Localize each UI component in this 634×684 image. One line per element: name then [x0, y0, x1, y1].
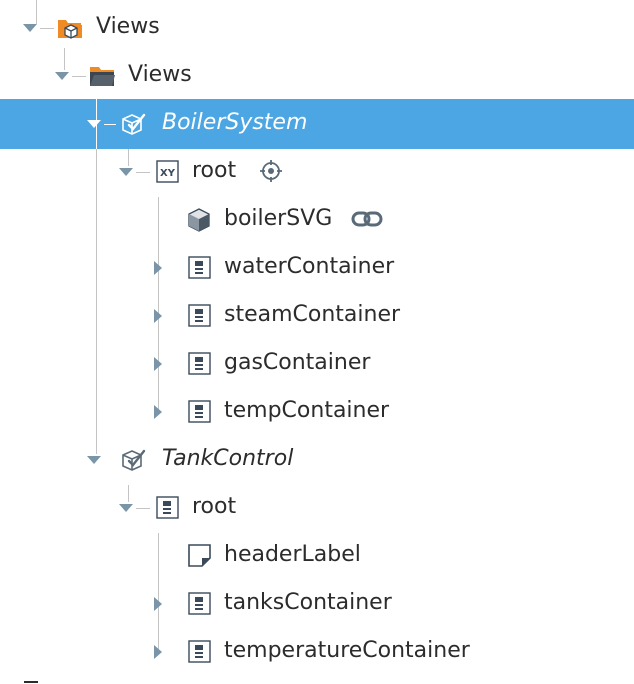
chevron-down-icon — [119, 504, 133, 512]
tree-guide — [158, 627, 159, 649]
chevron-right-icon — [154, 357, 162, 371]
expand-toggle[interactable] — [150, 596, 166, 612]
tree-node-water-container[interactable]: waterContainer — [0, 243, 634, 291]
view-cube-icon — [120, 111, 148, 137]
tree-guide — [96, 291, 97, 339]
column-container-icon — [186, 639, 214, 665]
column-container-icon — [186, 255, 214, 281]
view-cube-icon — [120, 447, 148, 473]
tree-guide — [136, 508, 150, 509]
expand-toggle[interactable] — [118, 164, 134, 180]
tree-guide — [158, 387, 159, 411]
cube-icon — [186, 207, 214, 233]
tree-node-tank-control[interactable]: TankControl — [0, 435, 634, 483]
tree-node-tanks-container[interactable]: tanksContainer — [0, 579, 634, 627]
tree-guide — [136, 172, 150, 173]
expand-toggle[interactable] — [150, 260, 166, 276]
tree-guide — [96, 149, 97, 197]
chevron-down-icon — [87, 456, 101, 464]
chevron-down-icon — [23, 24, 37, 32]
tree-node-label: steamContainer — [224, 302, 401, 327]
expand-toggle[interactable] — [86, 116, 102, 132]
tree-node-label: Views — [128, 62, 192, 87]
tree-node-boiler-root[interactable]: XY root — [0, 147, 634, 197]
tree-node-label: temperatureContainer — [224, 638, 470, 663]
column-container-icon — [186, 591, 214, 617]
svg-text:XY: XY — [160, 168, 176, 179]
chevron-right-icon — [154, 405, 162, 419]
tree-node-boiler-svg[interactable]: boilerSVG — [0, 195, 634, 243]
tree-node-views[interactable]: Views — [0, 48, 634, 99]
expand-toggle[interactable] — [150, 356, 166, 372]
views-folder-cube-icon — [56, 15, 84, 41]
folder-open-icon — [88, 63, 116, 89]
expand-toggle[interactable] — [150, 644, 166, 660]
tree-node-label: tanksContainer — [224, 590, 392, 615]
tree-guide — [64, 48, 65, 70]
tree-node-label: waterContainer — [224, 254, 395, 279]
tree-node-label: root — [192, 158, 237, 183]
tree-node-label: Views — [96, 14, 160, 39]
expand-toggle[interactable] — [22, 20, 38, 36]
column-container-icon — [154, 495, 182, 521]
link-icon[interactable] — [350, 205, 384, 233]
tree-guide — [96, 339, 97, 387]
tree-node-temp-container[interactable]: tempContainer — [0, 387, 634, 435]
chevron-right-icon — [154, 597, 162, 611]
tree-node-label: tempContainer — [224, 398, 390, 423]
chevron-down-icon — [55, 72, 69, 80]
tree-guide — [40, 28, 54, 29]
chevron-down-icon — [87, 120, 101, 128]
expand-toggle[interactable] — [118, 500, 134, 516]
tree-node-label: root — [192, 494, 237, 519]
xy-container-icon: XY — [154, 159, 182, 185]
column-container-icon — [186, 303, 214, 329]
tree-node-label: TankControl — [162, 446, 294, 471]
expand-toggle[interactable] — [54, 68, 70, 84]
chevron-down-icon — [119, 168, 133, 176]
tree-guide — [96, 387, 97, 435]
tree-node-views-root[interactable]: Views — [0, 0, 634, 51]
tree-node-header-label[interactable]: headerLabel — [0, 531, 634, 579]
tree-node-label: BoilerSystem — [162, 110, 308, 135]
tree-guide — [128, 149, 129, 166]
expand-toggle[interactable] — [86, 452, 102, 468]
tree-node-label: boilerSVG — [224, 206, 333, 231]
tree-guide — [158, 533, 159, 579]
tree-node-tank-root[interactable]: root — [0, 483, 634, 531]
chevron-right-icon — [154, 645, 162, 659]
tree-guide — [72, 76, 86, 77]
tree-guide — [96, 435, 97, 454]
tree-guide — [158, 197, 159, 243]
chevron-right-icon — [154, 261, 162, 275]
tree-guide — [96, 243, 97, 291]
tree-node-label: gasContainer — [224, 350, 371, 375]
tree-node-gas-container[interactable]: gasContainer — [0, 339, 634, 387]
label-icon — [186, 543, 214, 569]
tree-guide — [128, 485, 129, 502]
column-container-icon — [186, 351, 214, 377]
target-icon[interactable] — [254, 157, 288, 185]
tree-node-steam-container[interactable]: steamContainer — [0, 291, 634, 339]
tree-guide — [96, 195, 97, 243]
chevron-right-icon — [154, 309, 162, 323]
clipped-next-row — [24, 681, 38, 683]
expand-toggle[interactable] — [150, 404, 166, 420]
tree-guide — [36, 0, 37, 24]
tree-guide — [104, 124, 116, 125]
expand-toggle[interactable] — [150, 308, 166, 324]
tree-node-boiler-system[interactable]: BoilerSystem — [0, 99, 634, 149]
tree-node-temperature-container[interactable]: temperatureContainer — [0, 627, 634, 675]
column-container-icon — [186, 399, 214, 425]
tree-node-label: headerLabel — [224, 542, 361, 567]
